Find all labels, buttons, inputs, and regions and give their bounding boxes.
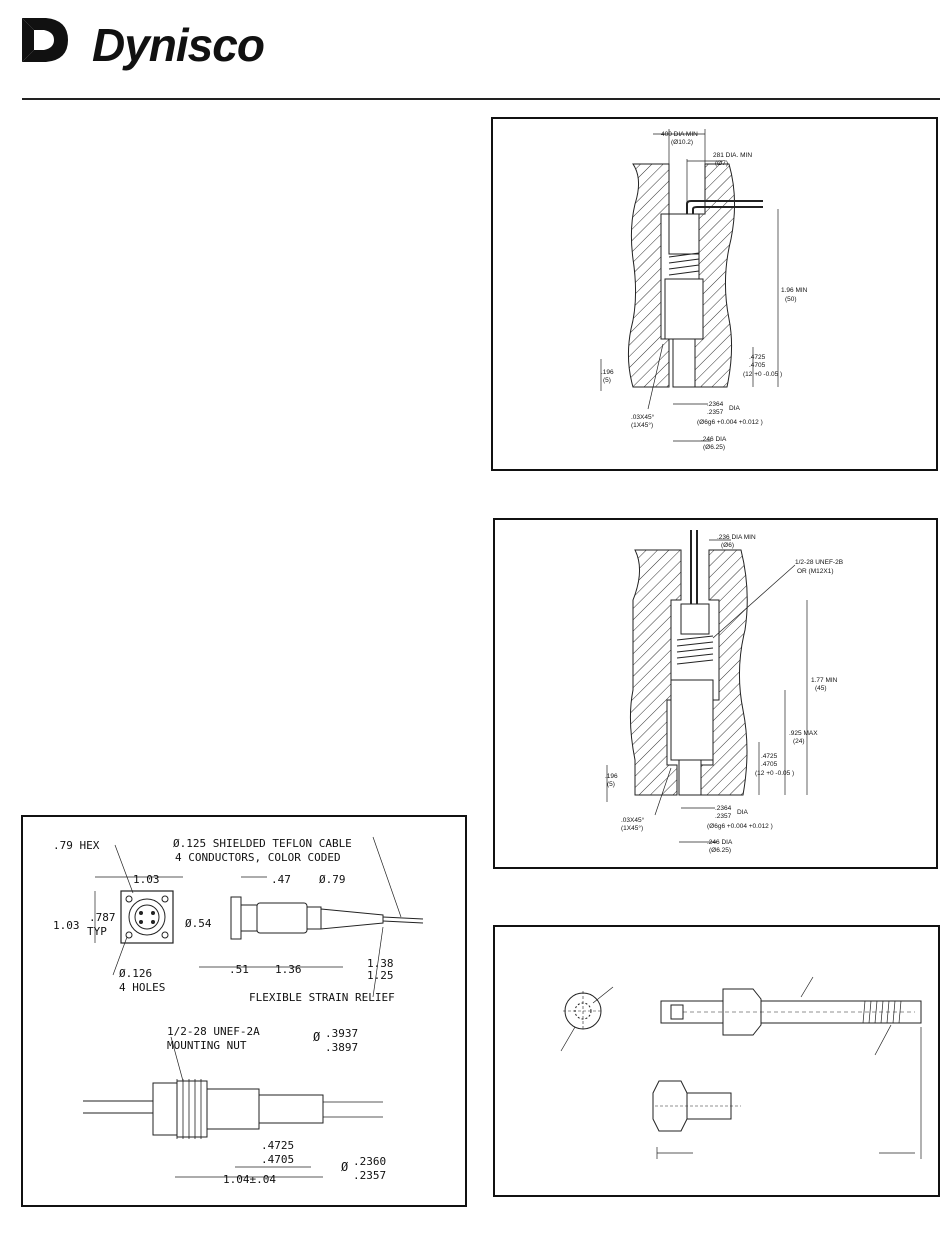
bore-mm: (Ø6g6 +0.004 +0.012 ) bbox=[697, 419, 763, 426]
typ-2: TYP bbox=[87, 925, 107, 938]
d125: 1.25 bbox=[367, 969, 394, 982]
nut-2: MOUNTING NUT bbox=[167, 1039, 247, 1052]
panel-mount-mid: .236 DIA MIN (Ø6) 1/2-28 UNEF-2B OR (M12… bbox=[493, 518, 938, 869]
tip-mm: (Ø6.25) bbox=[703, 444, 725, 451]
mounting-hole-drawing-b: .236 DIA MIN (Ø6) 1/2-28 UNEF-2B OR (M12… bbox=[605, 530, 843, 854]
tip-mm: (Ø6.25) bbox=[709, 847, 731, 854]
dynisco-logo-icon bbox=[22, 18, 68, 62]
dim-inner: 281 DIA. MIN bbox=[713, 152, 752, 159]
panel-tool-drawing bbox=[493, 925, 940, 1197]
cable-2: 4 CONDUCTORS, COLOR CODED bbox=[175, 851, 341, 864]
hex: .79 HEX bbox=[53, 839, 100, 852]
shoulder-a: .4725 bbox=[749, 354, 766, 361]
sh-a: .4725 bbox=[261, 1139, 294, 1152]
shoulder-b: .4705 bbox=[749, 362, 766, 369]
sensor-dimension-drawing: .79 HEX Ø.125 SHIELDED TEFLON CABLE 4 CO… bbox=[53, 836, 424, 1186]
sh-b: .4705 bbox=[261, 1153, 294, 1166]
dim-outer-mm: (Ø10.2) bbox=[671, 139, 693, 146]
dim-outer: 400 DIA MIN bbox=[661, 131, 698, 138]
tip: .246 DIA bbox=[701, 436, 727, 443]
shoulder-b: .4705 bbox=[761, 761, 778, 768]
brand-name: Dynisco bbox=[92, 19, 265, 71]
d51: .51 bbox=[229, 963, 249, 976]
tip-a: .2360 bbox=[353, 1155, 386, 1168]
tool-drawing bbox=[560, 976, 922, 1159]
bore-dia: DIA bbox=[737, 809, 749, 816]
max-mm: (24) bbox=[793, 738, 805, 745]
od-a: .3937 bbox=[325, 1027, 358, 1040]
mounting-hole-drawing-a: 400 DIA MIN (Ø10.2) 281 DIA. MIN (Ø7) 1.… bbox=[600, 129, 808, 451]
shoulder-mm: (12 +0 -0.05 ) bbox=[743, 371, 782, 378]
shoulder-mm: (12 +0 -0.05 ) bbox=[755, 770, 794, 777]
typ-1: .787 bbox=[89, 911, 116, 924]
step: .196 bbox=[601, 369, 614, 376]
d54: Ø.54 bbox=[185, 917, 212, 930]
holes-2: 4 HOLES bbox=[119, 981, 165, 994]
panel-sensor-dimensions: .79 HEX Ø.125 SHIELDED TEFLON CABLE 4 CO… bbox=[21, 815, 467, 1207]
dim-top: .236 DIA MIN bbox=[717, 534, 756, 541]
step: .196 bbox=[605, 773, 618, 780]
bore-mm: (Ø6g6 +0.004 +0.012 ) bbox=[707, 823, 773, 830]
bore-b: .2357 bbox=[715, 813, 732, 820]
d138: 1.38 bbox=[367, 957, 394, 970]
step-mm: (5) bbox=[607, 781, 615, 788]
d47: .47 bbox=[271, 873, 291, 886]
nut-1: 1/2-28 UNEF-2A bbox=[167, 1025, 260, 1038]
tip-b: .2357 bbox=[353, 1169, 386, 1182]
depth-mm: (50) bbox=[785, 296, 797, 303]
tip: .246 DIA bbox=[707, 839, 733, 846]
d79: Ø.79 bbox=[319, 873, 346, 886]
page-header: Dynisco bbox=[0, 0, 950, 100]
panel-mount-top: 400 DIA MIN (Ø10.2) 281 DIA. MIN (Ø7) 1.… bbox=[491, 117, 938, 471]
header-rule bbox=[22, 98, 940, 100]
relief: FLEXIBLE STRAIN RELIEF bbox=[249, 991, 395, 1004]
tip-sym: Ø bbox=[341, 1160, 349, 1174]
thread: 1/2-28 UNEF-2B bbox=[795, 559, 843, 566]
cable-1: Ø.125 SHIELDED TEFLON CABLE bbox=[173, 837, 352, 850]
h1: 1.03 bbox=[53, 919, 80, 932]
bore-dia: DIA bbox=[729, 405, 741, 412]
thread-alt: OR (M12X1) bbox=[797, 568, 833, 575]
chamfer-mm: (1X45°) bbox=[621, 824, 643, 832]
dim-top-mm: (Ø6) bbox=[721, 542, 734, 549]
bore-b: .2357 bbox=[707, 409, 724, 416]
max: .925 MAX bbox=[789, 730, 818, 737]
chamfer: .03X45° bbox=[631, 413, 655, 421]
step-mm: (5) bbox=[603, 377, 611, 384]
shoulder-a: .4725 bbox=[761, 753, 778, 760]
holes-1: Ø.126 bbox=[119, 967, 152, 980]
chamfer: .03X45° bbox=[621, 816, 645, 824]
depth: 1.77 MIN bbox=[811, 677, 838, 684]
chamfer-mm: (1X45°) bbox=[631, 421, 653, 429]
bore-a: .2364 bbox=[715, 805, 732, 812]
w1: 1.03 bbox=[133, 873, 160, 886]
depth-mm: (45) bbox=[815, 685, 827, 692]
d136: 1.36 bbox=[275, 963, 302, 976]
bore-a: .2364 bbox=[707, 401, 724, 408]
len: 1.04±.04 bbox=[223, 1173, 276, 1186]
od-b: .3897 bbox=[325, 1041, 358, 1054]
od-sym: Ø bbox=[313, 1030, 321, 1044]
depth: 1.96 MIN bbox=[781, 287, 808, 294]
dim-inner-mm: (Ø7) bbox=[715, 160, 728, 167]
